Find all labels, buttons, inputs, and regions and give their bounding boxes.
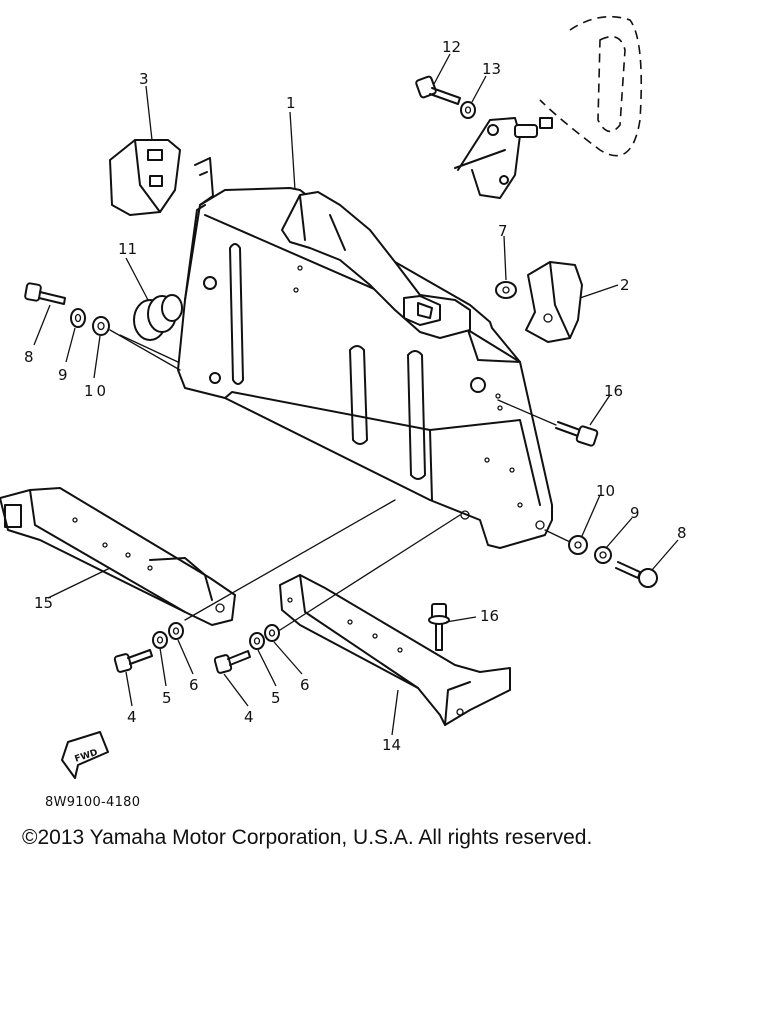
- callout-4-right: 4: [244, 708, 254, 726]
- callout-5-left: 5: [162, 689, 172, 707]
- bolt-part-12: [415, 75, 461, 105]
- callout-2: 2: [620, 276, 630, 294]
- callout-7: 7: [498, 222, 508, 240]
- washer-part-5-left: [152, 631, 168, 649]
- washer-part-10-left: [92, 316, 110, 336]
- callout-3: 3: [139, 70, 149, 88]
- fwd-arrow-icon: FWD: [61, 731, 109, 779]
- callout-16-bottom: 16: [480, 607, 499, 625]
- callout-12: 12: [442, 38, 461, 56]
- washer-part-9-left: [70, 308, 86, 328]
- callout-1: 1: [286, 94, 296, 112]
- diagram-reference-code: 8W9100-4180: [45, 795, 141, 810]
- callout-16-right: 16: [604, 382, 623, 400]
- bracket-part-2: [525, 261, 583, 343]
- bolt-part-4-right: [213, 650, 251, 674]
- copyright-notice: ©2013 Yamaha Motor Corporation, U.S.A. A…: [22, 826, 593, 849]
- washer-part-5-right: [249, 632, 265, 650]
- callout-8-right: 8: [677, 524, 687, 542]
- nut-part-7: [495, 281, 517, 299]
- bolt-part-4-left: [113, 649, 153, 673]
- callout-6-left: 6: [189, 676, 199, 694]
- callout-10-right: 10: [596, 482, 615, 500]
- exploded-parts-diagram: FWD 1 2 3 4 4 5 5 6 6 7: [0, 15, 687, 779]
- callout-8-left: 8: [24, 348, 34, 366]
- bolt-part-16-right: [555, 421, 599, 447]
- bracket-part-3: [109, 139, 181, 216]
- rail-part-15: [0, 487, 236, 626]
- washer-part-6-left: [168, 622, 184, 640]
- washer-part-9-right: [594, 546, 612, 564]
- callout-13: 13: [482, 60, 501, 78]
- washer-part-6-right: [264, 624, 280, 642]
- bolt-part-16-bottom: [428, 603, 450, 651]
- handle-assembly: [454, 15, 643, 199]
- washer-part-13: [460, 101, 476, 119]
- leader-lines: [33, 53, 679, 736]
- callout-9-left: 9: [58, 366, 68, 384]
- callout-14: 14: [382, 736, 401, 754]
- callout-11: 11: [118, 240, 137, 258]
- callout-labels: 1 2 3 4 4 5 5 6 6 7 8 8 9 9 10 10 11 12 …: [24, 38, 687, 754]
- main-frame: [177, 157, 553, 549]
- rail-part-14: [279, 574, 511, 726]
- bolt-part-8-left: [24, 282, 66, 305]
- callout-6-right: 6: [300, 676, 310, 694]
- callout-9-right: 9: [630, 504, 640, 522]
- callout-15: 15: [34, 594, 53, 612]
- callout-5-right: 5: [271, 689, 281, 707]
- callout-10-left: 10: [84, 382, 109, 400]
- bolt-part-8-right: [615, 561, 658, 588]
- washer-part-10-right: [568, 535, 588, 555]
- callout-4-left: 4: [127, 708, 137, 726]
- mount-part-11: [133, 294, 183, 341]
